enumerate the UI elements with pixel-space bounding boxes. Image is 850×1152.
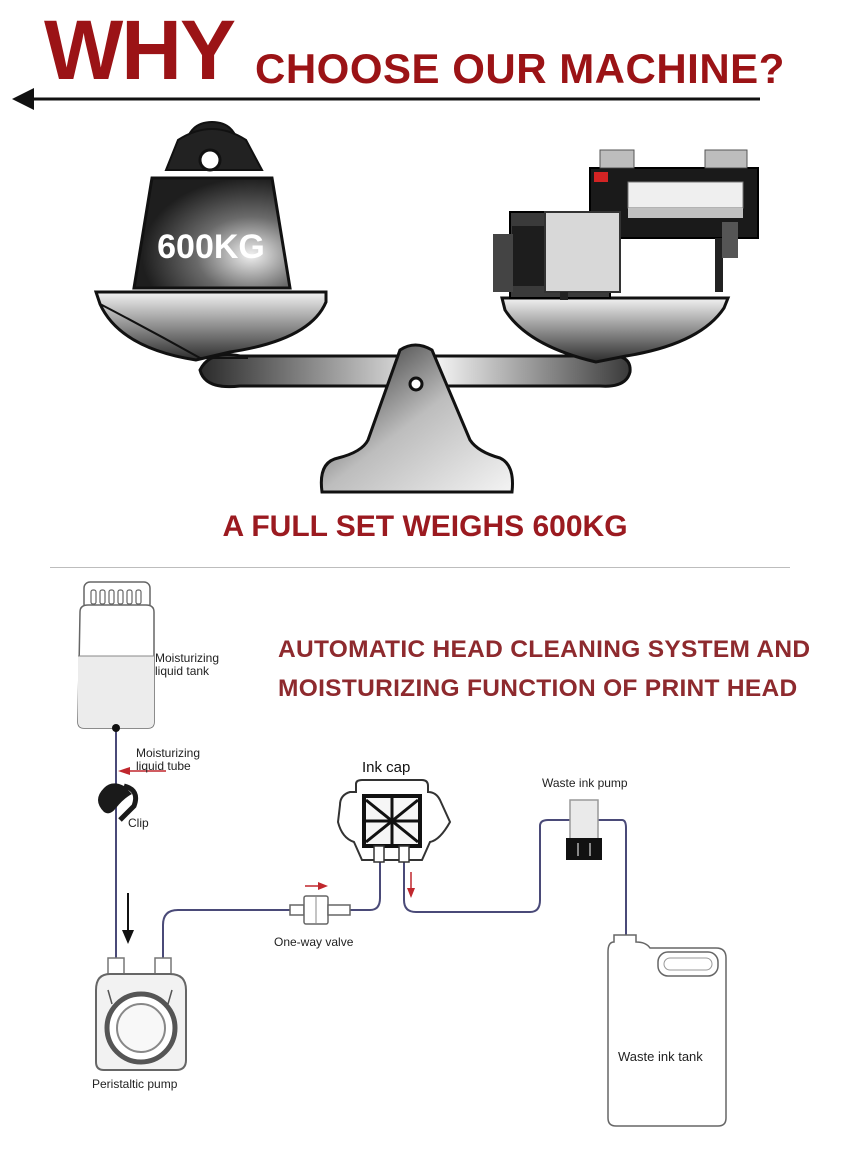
- header-arrow-line: [12, 88, 760, 110]
- moisturizing-tank-icon: [77, 581, 155, 732]
- label-waste-ink-tank: Waste ink tank: [618, 1049, 703, 1064]
- label-ink-cap: Ink cap: [362, 759, 411, 776]
- label-waste-ink-pump: Waste ink pump: [542, 776, 628, 790]
- header-title: CHOOSE OUR MACHINE?: [255, 45, 785, 92]
- balance-scale-illustration: 600KG: [93, 120, 759, 494]
- clip-icon: [98, 783, 139, 822]
- label-moisturizing-tube: Moisturizing liquid tube: [136, 746, 201, 773]
- label-one-way-valve: One-way valve: [274, 935, 354, 949]
- weight-icon: [132, 120, 292, 290]
- left-pan: [93, 290, 328, 362]
- cleaning-system-diagram: [77, 581, 727, 1127]
- waste-ink-pump-icon: [566, 799, 602, 860]
- section-divider: [50, 567, 790, 568]
- weight-caption: A FULL SET WEIGHS 600KG: [222, 510, 628, 543]
- waste-ink-tank-icon: [607, 934, 727, 1127]
- label-peristaltic-pump: Peristaltic pump: [92, 1077, 178, 1091]
- label-clip: Clip: [128, 816, 149, 830]
- header-why: WHY: [44, 3, 236, 97]
- tubing: [115, 728, 627, 1022]
- diagram-title-line1: AUTOMATIC HEAD CLEANING SYSTEM AND: [278, 636, 811, 663]
- label-moisturizing-tank: Moisturizing liquid tank: [155, 651, 220, 678]
- ink-cap-icon: [336, 779, 452, 863]
- diagram-title-line2: MOISTURIZING FUNCTION OF PRINT HEAD: [278, 675, 798, 702]
- left-arrow-icon: [12, 88, 34, 110]
- scale-stand: [319, 343, 514, 494]
- dtf-printer-icon: [493, 149, 759, 300]
- peristaltic-pump-icon: [95, 957, 187, 1071]
- weight-label: 600KG: [157, 228, 265, 266]
- right-pan: [500, 296, 731, 364]
- one-way-valve-icon: [289, 895, 351, 925]
